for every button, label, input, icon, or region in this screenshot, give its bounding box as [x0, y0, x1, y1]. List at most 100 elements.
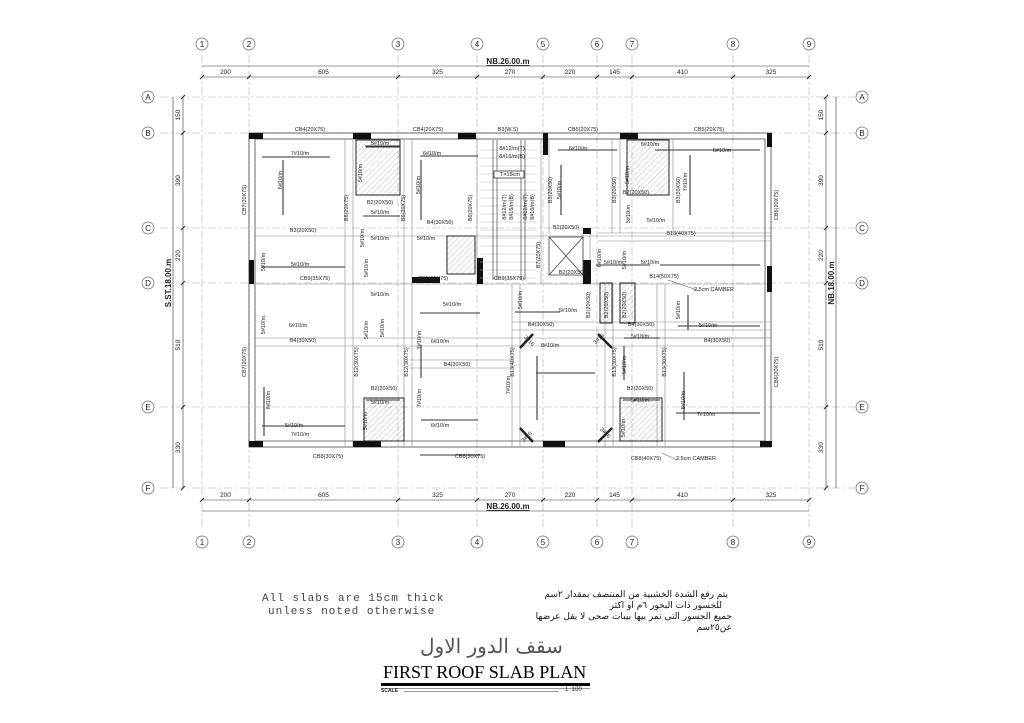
grid-bubble — [141, 276, 155, 290]
beam-label: B2(20X50) — [553, 225, 579, 231]
beam-label: B3(20X50) — [548, 177, 554, 203]
grid-bubble — [625, 535, 639, 549]
rebar-label: 5#10/m — [641, 260, 660, 266]
beam-label: CB8(30X75) — [313, 454, 343, 460]
rebar-label: 5#10/m — [380, 318, 386, 337]
beam-label: B3(20X50) — [290, 228, 316, 234]
rebar-label: 5#10/m — [291, 262, 310, 268]
beam-label: B4(30X50) — [290, 338, 316, 344]
rebar-label: 8#12/m(T) — [502, 194, 508, 220]
camber-leader — [667, 279, 701, 292]
dimension-tick — [199, 74, 205, 80]
rebar-label: 7#10/m — [291, 151, 310, 157]
beam-label: CB8(40X75) — [631, 456, 661, 462]
dimension-value: 200 — [220, 69, 231, 76]
dimension-tick — [823, 130, 829, 136]
rebar-label: 7#10/m — [291, 432, 310, 438]
dimension-tick — [395, 497, 401, 503]
beam-label: CB4(20X75) — [295, 127, 325, 133]
grid-label-col: 6 — [595, 40, 600, 49]
beam-label: B6(20X75) — [401, 195, 407, 221]
dimension-value: 330 — [818, 442, 825, 453]
dimension-tick — [246, 74, 252, 80]
grid-label-col: 9 — [807, 40, 812, 49]
grid-bubble — [536, 37, 550, 51]
overall-dimension: S.ST.18.00.m — [164, 259, 173, 307]
rebar-label: 5#10/m — [371, 141, 390, 147]
grid-bubble — [855, 221, 869, 235]
rebar-label: 5#10/m — [622, 250, 628, 269]
beam-label: B13(40X75) — [666, 231, 696, 237]
dimension-tick — [823, 485, 829, 491]
rebar-label: 5#10/m — [363, 411, 369, 430]
rebar-label: 8#12/m(T) — [523, 194, 529, 220]
dimension-tick — [180, 280, 186, 286]
grid-bubble — [195, 535, 209, 549]
beam-label: CB9(35X75) — [300, 276, 330, 282]
grid-label-col: 8 — [731, 538, 736, 547]
dimension-tick — [823, 94, 829, 100]
rebar-label: 7#10/m — [417, 388, 423, 407]
dimension-value: 325 — [766, 492, 777, 499]
scale-bar — [404, 691, 559, 692]
rebar-label: 5#10/m — [626, 204, 632, 223]
column — [249, 133, 263, 139]
beam-label: B4(30X50) — [528, 322, 554, 328]
hatched-slab — [363, 397, 405, 442]
grid-bubble — [590, 535, 604, 549]
dimension-tick — [395, 74, 401, 80]
rebar-label: 6#10/m — [713, 148, 732, 154]
beam-label: 2.5cm CAMBER — [694, 287, 734, 293]
grid-label-row: A — [145, 93, 151, 102]
rebar-label: 7#10/m — [417, 330, 423, 349]
dimension-tick — [180, 130, 186, 136]
dimension-value: 145 — [609, 69, 620, 76]
title-underline — [381, 683, 590, 686]
hatched-slab — [619, 397, 663, 442]
grid-label-col: 7 — [630, 538, 635, 547]
rebar-label: 6#10/m — [431, 339, 450, 345]
dimension-tick — [540, 497, 546, 503]
beam-label: CB5(20X75) — [568, 127, 598, 133]
dimension-value: 410 — [677, 69, 688, 76]
column — [249, 441, 263, 447]
dimension-tick — [199, 497, 205, 503]
title-underline-thin — [381, 688, 590, 689]
dimension-tick — [594, 497, 600, 503]
grid-label-row: A — [859, 93, 865, 102]
column — [458, 133, 476, 139]
diagonal-rebar — [519, 333, 534, 349]
dimension-value: 220 — [565, 492, 576, 499]
dimension-value: 390 — [818, 175, 825, 186]
grid-bubble — [855, 126, 869, 140]
dimension-value: 605 — [318, 492, 329, 499]
beam-label: B14(50X75) — [649, 274, 679, 280]
grid-label-row: F — [146, 484, 151, 493]
column — [477, 258, 483, 284]
title-arabic: سقف الدور الاول — [420, 634, 563, 658]
grid-bubble — [726, 535, 740, 549]
grid-label-col: 5 — [541, 40, 546, 49]
beam-label: CB9(35X75) — [494, 276, 524, 282]
grid-bubble — [802, 37, 816, 51]
beam-label: B3(20X50) — [612, 177, 618, 203]
beam-label: B2(20X50) — [604, 292, 610, 318]
dimension-tick — [474, 74, 480, 80]
dimension-tick — [806, 74, 812, 80]
arabic-notes: يتم رفع الشدة الخشبية من المنتصف بمقدار … — [500, 590, 732, 634]
rebar-label: 5#10/m — [557, 180, 563, 199]
rebar-label: 5#10/m — [647, 218, 666, 224]
grid-label-col: 7 — [630, 40, 635, 49]
drawing-title: FIRST ROOF SLAB PLAN — [383, 662, 587, 682]
beam-label: B4(30X50) — [444, 362, 470, 368]
dimension-value: 325 — [432, 492, 443, 499]
beam-label: B2(20X50) — [622, 292, 628, 318]
slab-thickness-note: All slabs are 15cm thick unless noted ot… — [262, 593, 444, 619]
hatched-slab — [619, 282, 636, 324]
hatched-slab — [446, 235, 476, 275]
rebar-label: 6#10/m — [569, 146, 588, 152]
rebar-label: 5#10/m — [518, 290, 524, 309]
rebar-label: 5#10/m — [261, 252, 267, 271]
dimension-tick — [474, 497, 480, 503]
grid-bubble — [141, 90, 155, 104]
